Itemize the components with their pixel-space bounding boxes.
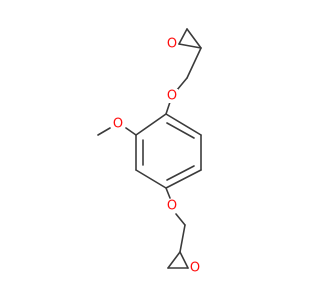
atom-label: O [113,117,123,132]
atom-label: O [167,199,177,214]
bond-ring-4 [135,169,167,189]
bond-epoxide-top-2 [186,28,202,49]
atom-label: O [167,37,177,52]
bond-epoxide-top-3 [178,43,202,49]
atom-o-ether-bottom: O [166,199,178,214]
bond-ch2-epoxide-bottom [179,224,186,253]
bond-ring-o-bottom [165,187,171,199]
bond-ring-inner-1 [166,122,195,139]
atom-o-epoxide-bottom: O [189,261,201,276]
bond-ring-inner-2 [166,165,195,181]
atom-o-methoxy: O [112,117,124,132]
bond-epoxide-top-ch2 [186,47,202,79]
bond-o-methyl [97,127,111,136]
bond-epoxide-bottom-1 [179,251,189,269]
atom-label: O [190,261,200,276]
molecule-drawing: O O O O O [97,28,202,276]
bond-ring-6 [135,113,167,136]
bond-ring-1 [165,113,202,136]
atom-label: O [167,89,177,104]
structure-canvas: O O O O O [97,28,202,276]
atom-o-ether-top: O [166,89,178,104]
bond-ring-3 [165,169,202,189]
atom-o-epoxide-top: O [166,37,178,52]
bond-o-bottom-ch2 [175,213,186,226]
bond-epoxide-top-1 [178,28,188,45]
bond-epoxide-bottom-3 [167,251,181,269]
bond-ring-o-methoxy [125,127,137,136]
